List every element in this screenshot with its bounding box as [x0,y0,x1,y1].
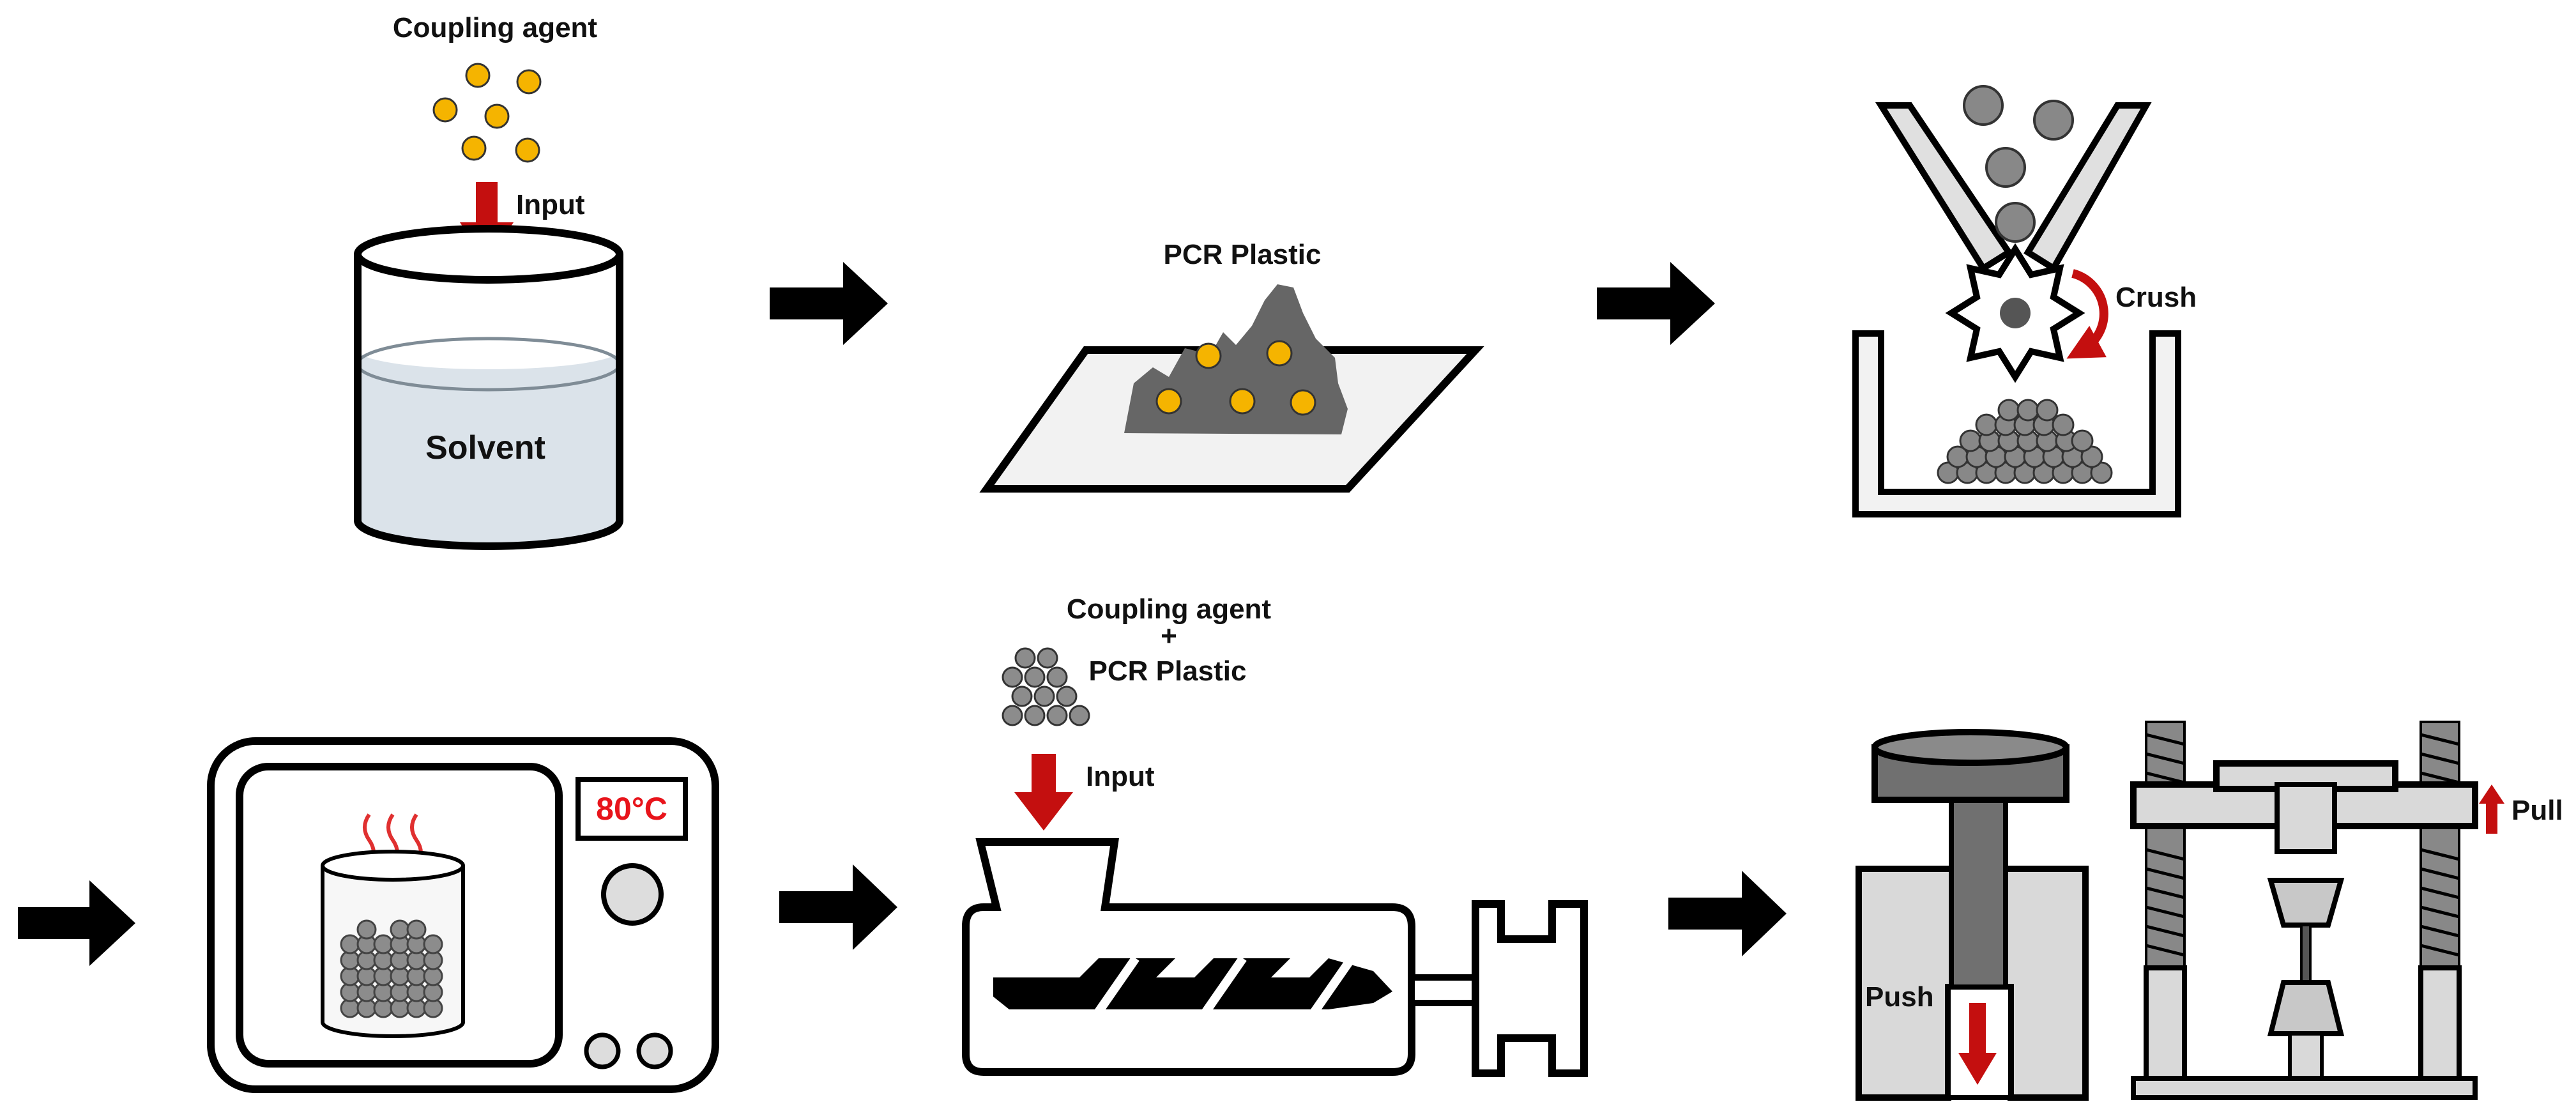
input-arrow-icon [1014,754,1073,831]
temperature-display [575,777,688,841]
flow-arrow-icon [18,880,135,966]
pellets-in-beaker-icon [340,919,443,1018]
coupling-agent-label-bottom: Coupling agent [1067,593,1272,625]
step-solvent: Coupling agent Input Solvent [354,12,623,550]
extruder-shaft-icon [1408,974,1485,1006]
mixed-pellets-icon [1002,647,1090,726]
crosshead-bar-icon [2275,782,2337,854]
step-injection-mold: Push [1856,729,2089,1101]
hopper-left-icon [1875,102,2014,273]
frame-side-left-icon [2144,965,2187,1081]
plus-label: + [1161,620,1177,652]
lower-grip-icon [2267,980,2345,1036]
oven-button-icon [636,1032,673,1069]
extruder-body-icon [962,838,1415,1076]
step-crusher: Crush [1852,85,2197,517]
push-arrow-icon [1958,1003,1997,1085]
step-oven: 80°C [207,737,719,1093]
frame-side-right-icon [2418,965,2462,1081]
rotation-arrow-icon [2066,269,2108,359]
pcr-plastic-label-bottom: PCR Plastic [1089,655,1247,687]
collection-tray-icon [1852,330,2181,517]
flow-arrow-icon [779,864,897,950]
extruder-die-icon [1472,900,1588,1077]
step-tensile-test: Pull [2130,721,2563,1100]
specimen-icon [2300,924,2312,984]
plunger-top-icon [1871,729,2069,766]
base-plate-icon [2131,1076,2478,1100]
flow-arrow-icon [1597,262,1715,345]
oven-button-icon [584,1032,621,1069]
coupling-agent-label-top: Coupling agent [393,12,598,43]
push-label: Push [1865,981,1934,1013]
temperature-value: 80°C [596,791,667,827]
coupling-agent-particles-embedded [1155,340,1316,416]
step-pcr-plastic: PCR Plastic [979,239,1484,493]
input-label-bottom: Input [1086,761,1155,792]
screw-icon [993,958,1392,1009]
flow-arrow-icon [770,262,888,345]
pcr-plastic-label: PCR Plastic [1164,239,1322,270]
plastic-chunk-icons [1963,85,2074,243]
input-label-top: Input [516,189,585,220]
plunger-rod-icon [1949,793,2008,990]
step-extruder: Coupling agent + PCR Plastic Input [962,593,1588,1077]
pull-label: Pull [2511,795,2563,826]
crush-label: Crush [2115,282,2197,313]
coupling-agent-particles [432,63,542,163]
pull-arrow-icon [2479,785,2504,834]
beaker-icon [354,225,623,550]
upper-grip-icon [2267,878,2345,928]
oven-knob-icon [601,863,664,926]
flow-arrow-icon [1668,871,1787,956]
screw-flight-gaps [1090,956,1355,1022]
lower-grip-stem-icon [2288,1032,2324,1080]
crushing-gear-icon [1945,243,2085,383]
crushed-pellets-icon [1937,399,2113,484]
solvent-label: Solvent [425,429,545,466]
